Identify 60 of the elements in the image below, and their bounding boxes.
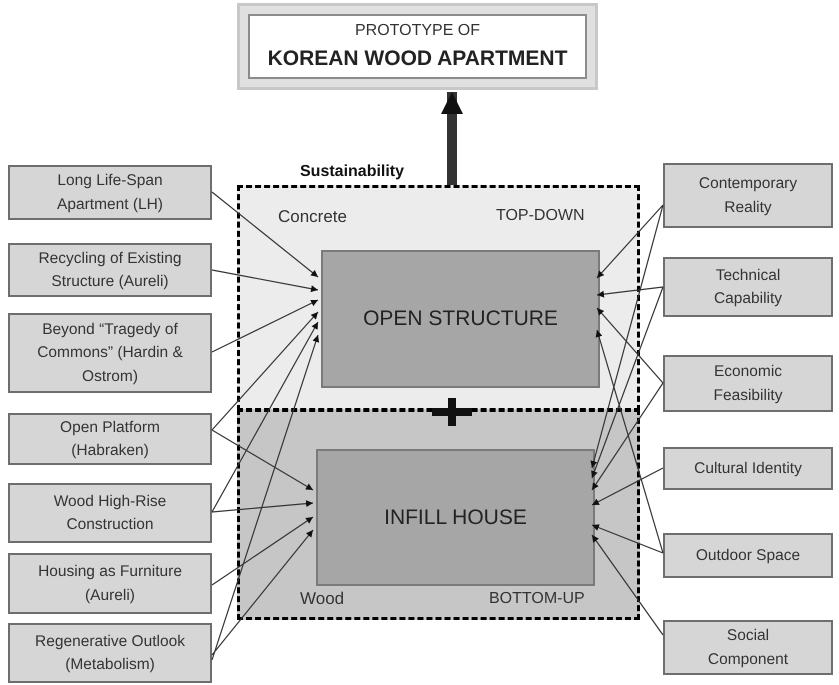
- factor-label: Cultural Identity: [694, 458, 802, 479]
- arrow: [212, 192, 318, 278]
- arrow: [591, 286, 664, 478]
- core-label: OPEN STRUCTURE: [363, 306, 558, 332]
- factor-label: Open Platform (Habraken): [59, 418, 161, 461]
- factor-label: Beyond “Tragedy of Commons” (Hardin & Ostrom): [36, 320, 184, 387]
- factor-label: Economic Feasibility: [712, 362, 784, 406]
- arrow: [212, 299, 318, 353]
- arrow: [592, 524, 664, 554]
- region-label: BOTTOM-UP: [489, 589, 585, 609]
- arrow: [212, 516, 314, 586]
- core-box: [316, 449, 595, 586]
- arrow: [212, 312, 318, 430]
- factor-label: Recycling of Existing Structure (Aureli): [37, 248, 182, 292]
- arrow: [592, 467, 664, 506]
- factor-box: [8, 165, 212, 220]
- arrow: [596, 330, 664, 554]
- arrow: [596, 308, 664, 384]
- factor-label: Long Life-Span Apartment (LH): [56, 171, 164, 214]
- arrow: [212, 429, 314, 491]
- factor-label: Housing as Furniture (Aureli): [37, 562, 183, 606]
- thick-arrow: [441, 92, 463, 185]
- arrow: [596, 286, 664, 298]
- title-text: KOREAN WOOD APARTMENT: [268, 46, 568, 72]
- factor-box: [663, 355, 833, 412]
- arrow: [212, 500, 314, 513]
- factor-box: [663, 163, 833, 228]
- factor-box: [8, 313, 212, 393]
- title-text: PROTOTYPE OF: [354, 20, 480, 41]
- dashed-region: [237, 409, 640, 620]
- arrow: [211, 322, 319, 512]
- factor-box: [8, 243, 212, 297]
- factor-box: [663, 257, 833, 317]
- factor-label: Technical Capability: [712, 266, 784, 309]
- factor-box: [8, 553, 212, 614]
- factor-box: [663, 447, 833, 490]
- arrow: [211, 334, 320, 660]
- region-label: Concrete: [278, 206, 347, 228]
- title-frame: [237, 3, 598, 90]
- arrow: [596, 204, 664, 278]
- core-label: INFILL HOUSE: [384, 504, 527, 531]
- region-label: Wood: [300, 588, 344, 610]
- factor-box: [8, 413, 212, 465]
- factor-label: Social Component: [706, 626, 790, 670]
- factor-box: [663, 620, 833, 675]
- core-box: [321, 250, 600, 388]
- arrow: [212, 530, 314, 656]
- arrow: [590, 204, 664, 468]
- factor-label: Contemporary Reality: [698, 174, 798, 218]
- dashed-region: [237, 185, 640, 411]
- arrow: [592, 382, 664, 490]
- arrow: [212, 269, 318, 292]
- factor-box: [8, 483, 212, 543]
- region-label: TOP-DOWN: [496, 206, 585, 226]
- arrow: [592, 534, 664, 636]
- factor-label: Outdoor Space: [696, 546, 800, 566]
- factor-box: [8, 623, 212, 683]
- factor-label: Wood High-Rise Construction: [52, 492, 168, 535]
- factor-box: [663, 533, 833, 578]
- factor-label: Regenerative Outlook (Metabolism): [34, 632, 186, 675]
